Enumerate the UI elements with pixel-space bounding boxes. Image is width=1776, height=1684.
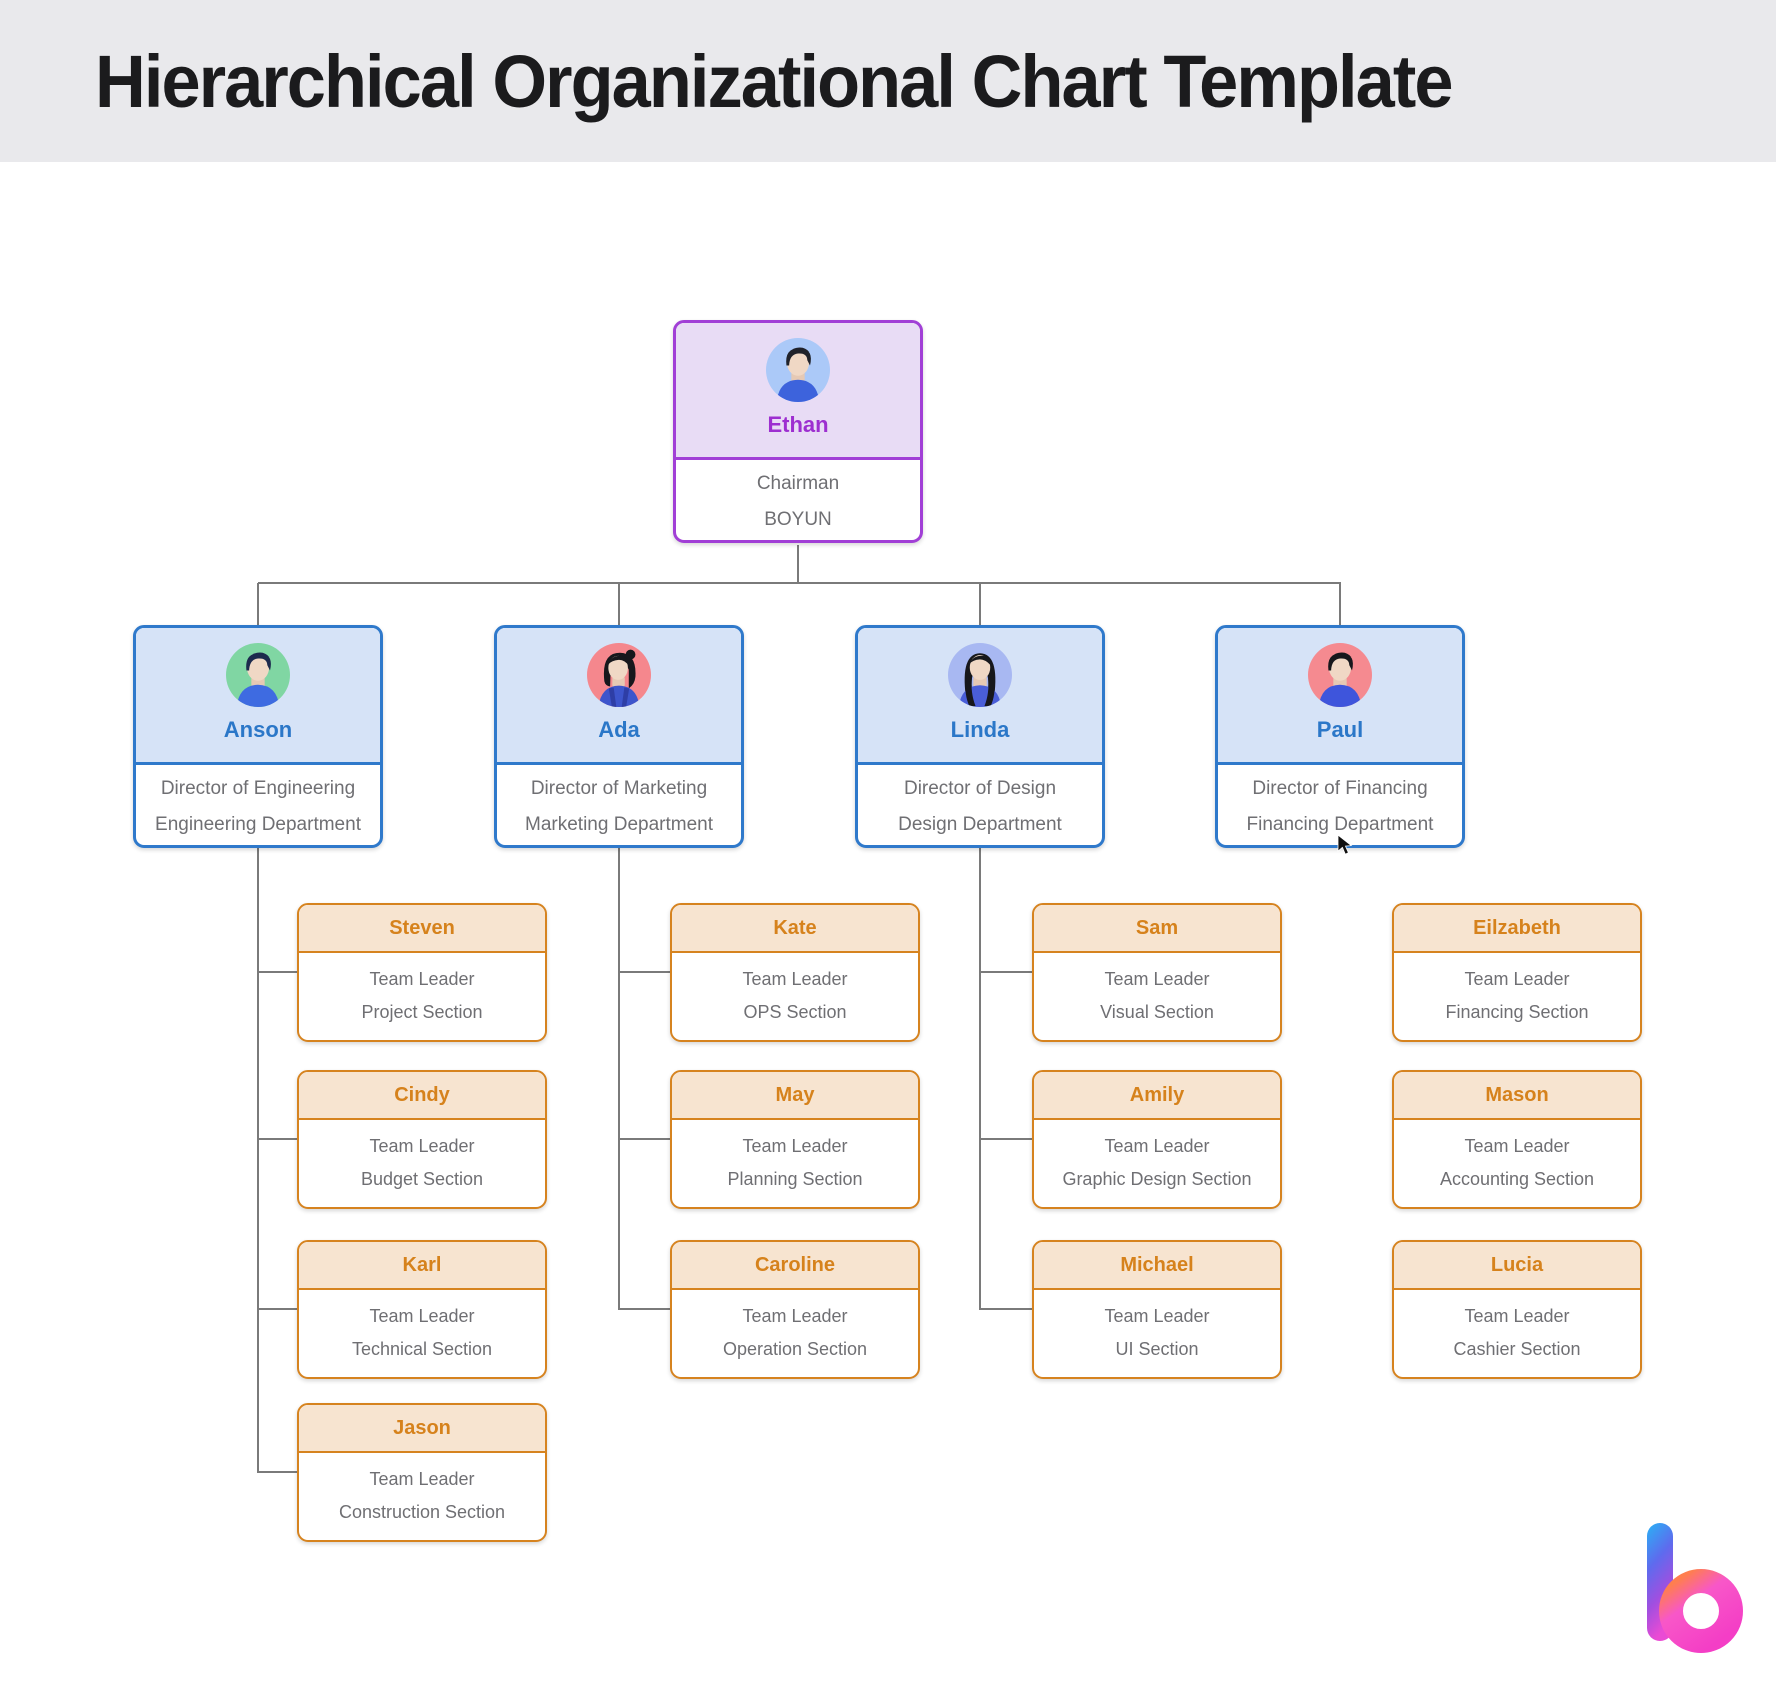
org-node-michael[interactable]: Michael Team Leader UI Section [1032,1240,1282,1379]
avatar-linda [948,643,1012,707]
mouse-cursor-icon [1337,835,1353,855]
node-name: Cindy [394,1083,450,1106]
node-role: Team Leader [742,969,848,989]
node-section: Operation Section [722,1339,868,1359]
node-section: Cashier Section [1453,1339,1581,1359]
node-role: Team Leader [742,1306,848,1326]
node-name: Jason [393,1416,451,1439]
org-node-sam[interactable]: Sam Team Leader Visual Section [1032,903,1282,1042]
node-section: Visual Section [1100,1002,1214,1022]
node-dept: Financing Department [1246,813,1434,835]
node-name: Mason [1485,1083,1549,1106]
node-name: May [775,1083,815,1106]
node-role: Director of Engineering [160,777,356,799]
org-node-cindy[interactable]: Cindy Team Leader Budget Section [297,1070,547,1209]
node-section: OPS Section [743,1002,847,1022]
node-name: Steven [389,916,455,939]
org-node-anson[interactable]: Anson Director of Engineering Engineerin… [133,625,383,848]
avatar-ada [587,643,651,707]
node-name: Linda [950,717,1010,742]
node-name: Ethan [767,412,829,437]
node-section: Graphic Design Section [1062,1169,1252,1189]
node-role: Team Leader [369,1306,475,1326]
node-name: Eilzabeth [1473,916,1561,939]
boyun-b-logo [1647,1523,1743,1653]
title-banner: Hierarchical Organizational Chart Templa… [0,0,1776,162]
node-role: Team Leader [1464,969,1570,989]
org-node-may[interactable]: May Team Leader Planning Section [670,1070,920,1209]
avatar-paul [1308,643,1372,707]
node-section: Accounting Section [1439,1169,1595,1189]
node-name: Kate [773,916,817,939]
node-role: Team Leader [1464,1136,1570,1156]
node-role: Director of Financing [1252,777,1428,799]
org-node-lucia[interactable]: Lucia Team Leader Cashier Section [1392,1240,1642,1379]
node-org: BOYUN [764,508,832,530]
node-role: Team Leader [369,1136,475,1156]
org-node-kate[interactable]: Kate Team Leader OPS Section [670,903,920,1042]
org-node-mason[interactable]: Mason Team Leader Accounting Section [1392,1070,1642,1209]
org-node-paul[interactable]: Paul Director of Financing Financing Dep… [1215,625,1465,848]
node-section: Project Section [361,1002,483,1022]
org-node-ethan[interactable]: Ethan Chairman BOYUN [673,320,923,543]
org-node-steven[interactable]: Steven Team Leader Project Section [297,903,547,1042]
node-name: Lucia [1490,1253,1544,1276]
node-name: Anson [223,717,293,742]
node-name: Amily [1129,1083,1185,1106]
org-node-eilzabeth[interactable]: Eilzabeth Team Leader Financing Section [1392,903,1642,1042]
node-role: Team Leader [1104,969,1210,989]
avatar-ethan [766,338,830,402]
node-section: Financing Section [1445,1002,1589,1022]
org-node-karl[interactable]: Karl Team Leader Technical Section [297,1240,547,1379]
node-role: Team Leader [742,1136,848,1156]
node-section: Budget Section [360,1169,484,1189]
node-role: Team Leader [1464,1306,1570,1326]
node-section: Construction Section [338,1502,506,1522]
org-node-amily[interactable]: Amily Team Leader Graphic Design Section [1032,1070,1282,1209]
node-name: Michael [1120,1253,1194,1276]
node-dept: Design Department [898,813,1062,835]
page-title: Hierarchical Organizational Chart Templa… [95,39,1453,123]
node-role: Team Leader [369,1469,475,1489]
node-role: Team Leader [1104,1306,1210,1326]
node-name: Karl [402,1253,442,1276]
node-name: Sam [1135,916,1179,939]
org-node-linda[interactable]: Linda Director of Design Design Departme… [855,625,1105,848]
org-node-caroline[interactable]: Caroline Team Leader Operation Section [670,1240,920,1379]
node-role: Team Leader [1104,1136,1210,1156]
node-role: Team Leader [369,969,475,989]
avatar-anson [226,643,290,707]
node-section: Technical Section [351,1339,493,1359]
node-dept: Engineering Department [155,813,361,835]
node-name: Paul [1316,717,1364,742]
node-role: Chairman [756,472,840,494]
org-node-jason[interactable]: Jason Team Leader Construction Section [297,1403,547,1542]
node-role: Director of Design [903,777,1057,799]
node-role: Director of Marketing [530,777,708,799]
node-name: Caroline [754,1253,836,1276]
node-dept: Marketing Department [525,813,713,835]
node-section: UI Section [1115,1339,1199,1359]
org-node-ada[interactable]: Ada Director of Marketing Marketing Depa… [494,625,744,848]
node-section: Planning Section [727,1169,863,1189]
node-name: Ada [598,717,640,742]
